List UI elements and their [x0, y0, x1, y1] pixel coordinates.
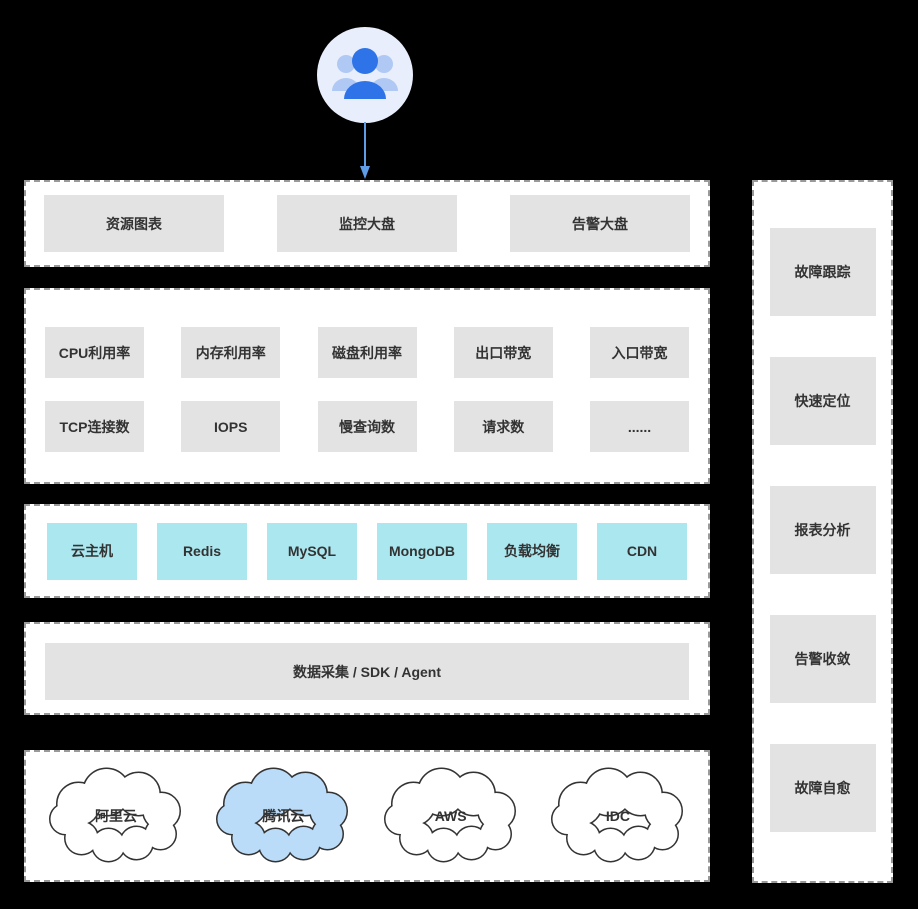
arrow-down-icon — [360, 122, 370, 179]
resource-box: 负载均衡 — [487, 522, 577, 580]
capability-box-label: 快速定位 — [794, 393, 851, 409]
resource-box-label: 云主机 — [71, 543, 113, 559]
user-badge — [317, 27, 413, 123]
provider-cloud: IDC — [548, 766, 688, 866]
metric-box: 出口带宽 — [453, 327, 553, 378]
resource-box: MySQL — [267, 522, 357, 580]
capability-box-label: 报表分析 — [794, 522, 851, 538]
resource-box: 云主机 — [47, 522, 137, 580]
metric-box: 慢查询数 — [317, 401, 417, 452]
metric-box-label: 请求数 — [482, 418, 525, 435]
provider-cloud: 阿里云 — [46, 766, 186, 866]
metric-box-label: 慢查询数 — [339, 418, 395, 435]
dashboard-box: 资源图表 — [44, 195, 224, 252]
capability-box: 故障跟踪 — [769, 228, 876, 316]
metric-box: 内存利用率 — [181, 327, 281, 378]
provider-label: AWS — [434, 808, 467, 824]
metric-box-label: 入口带宽 — [611, 344, 668, 361]
metric-box-label: TCP连接数 — [59, 418, 130, 435]
metric-box: 入口带宽 — [590, 327, 689, 378]
capability-box: 故障自愈 — [769, 744, 876, 832]
resource-box-label: 负载均衡 — [504, 543, 560, 559]
dashboard-box-label: 告警大盘 — [572, 215, 628, 232]
resources-panel: 云主机 Redis MySQL MongoDB 负载均衡 CDN — [24, 504, 710, 598]
resource-box: Redis — [157, 522, 247, 580]
capability-box-label: 故障跟踪 — [794, 264, 851, 280]
metrics-row-2: TCP连接数 IOPS 慢查询数 请求数 ...... — [26, 401, 708, 452]
dashboard-box: 监控大盘 — [277, 195, 457, 252]
collection-box-label: 数据采集 / SDK / Agent — [292, 663, 442, 680]
provider-cloud: AWS — [381, 766, 521, 866]
resource-box-label: MongoDB — [388, 543, 456, 559]
metric-box-label: 磁盘利用率 — [332, 344, 402, 361]
dashboard-box-label: 资源图表 — [106, 215, 162, 232]
provider-cloud: 腾讯云 — [213, 766, 353, 866]
metrics-panel: CPU利用率 内存利用率 磁盘利用率 出口带宽 入口带宽 — [24, 288, 710, 484]
metrics-row-1: CPU利用率 内存利用率 磁盘利用率 出口带宽 入口带宽 — [26, 327, 708, 378]
provider-label: 腾讯云 — [262, 808, 305, 824]
metric-box: 请求数 — [453, 401, 553, 452]
capability-box: 快速定位 — [769, 357, 876, 445]
metric-box: IOPS — [181, 401, 281, 452]
dashboard-box-label: 监控大盘 — [339, 215, 395, 232]
capability-box: 告警收敛 — [769, 615, 876, 703]
users-group-icon — [332, 48, 398, 99]
metric-box-label: ...... — [627, 418, 652, 435]
capability-box-label: 故障自愈 — [794, 780, 851, 796]
capabilities-panel: 故障跟踪 快速定位 报表分析 告警收敛 故障自愈 — [752, 180, 893, 883]
resource-box-label: CDN — [626, 543, 658, 559]
metric-box: 磁盘利用率 — [317, 327, 417, 378]
capability-box: 报表分析 — [769, 486, 876, 574]
resource-box-label: Redis — [182, 543, 222, 559]
metric-box: TCP连接数 — [45, 401, 144, 452]
providers-panel: 阿里云 腾讯云 AWS — [24, 750, 710, 882]
metric-box-label: 内存利用率 — [195, 344, 266, 361]
resource-box: MongoDB — [377, 522, 467, 580]
collection-panel: 数据采集 / SDK / Agent — [24, 622, 710, 715]
collection-box: 数据采集 / SDK / Agent — [45, 643, 689, 700]
resource-box: CDN — [597, 522, 687, 580]
metric-box: ...... — [590, 401, 689, 452]
provider-label: IDC — [605, 808, 631, 824]
metric-box-label: 出口带宽 — [475, 344, 532, 361]
resource-box-label: MySQL — [287, 543, 337, 559]
metric-box-label: CPU利用率 — [58, 344, 131, 361]
dashboards-panel: 资源图表 监控大盘 告警大盘 — [24, 180, 710, 267]
metric-box: CPU利用率 — [45, 327, 144, 378]
dashboard-box: 告警大盘 — [510, 195, 690, 252]
provider-label: 阿里云 — [95, 808, 137, 824]
capability-box-label: 告警收敛 — [794, 651, 851, 667]
metric-box-label: IOPS — [214, 418, 248, 435]
